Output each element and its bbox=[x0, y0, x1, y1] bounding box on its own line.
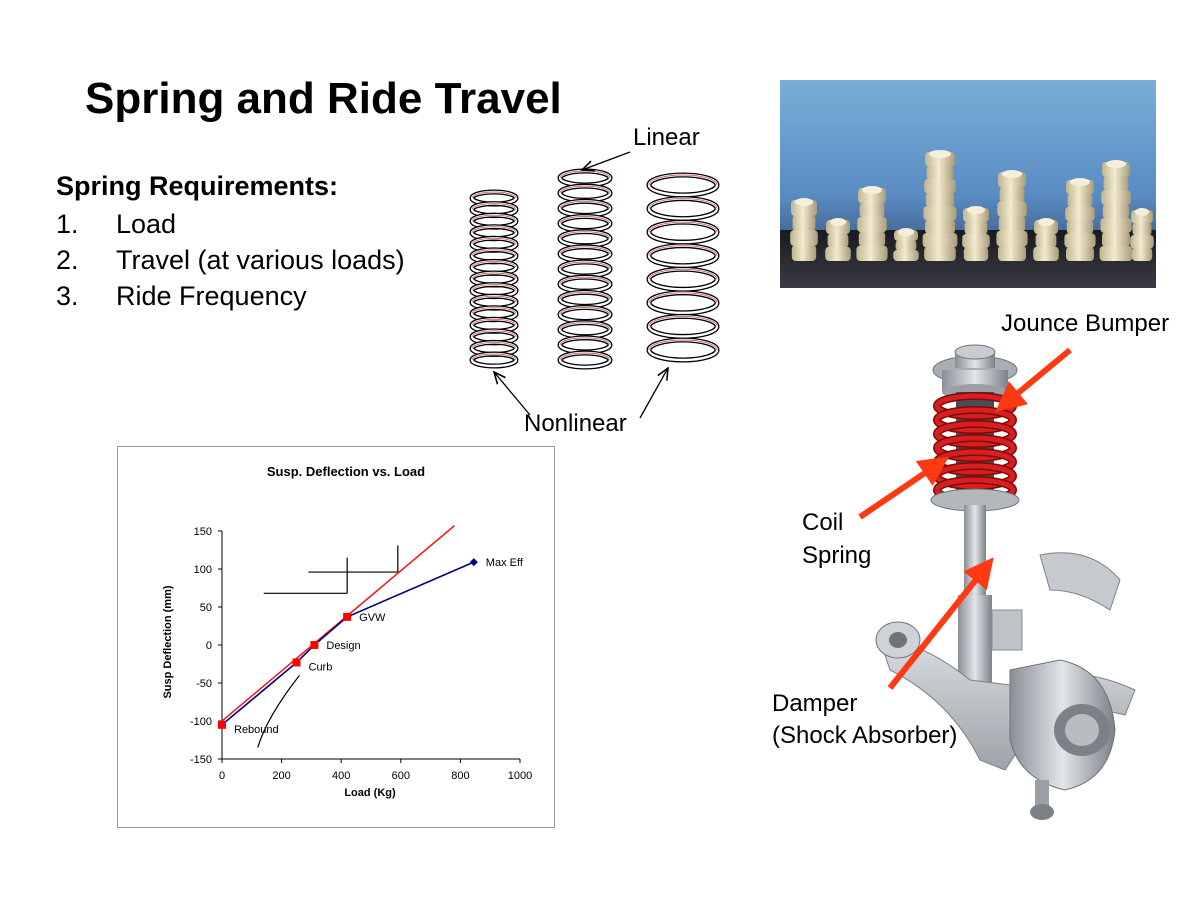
x-tick-label: 0 bbox=[219, 770, 225, 782]
requirements-list: 1.Load 2.Travel (at various loads) 3.Rid… bbox=[56, 206, 405, 314]
strut-assembly-illustration bbox=[875, 344, 1136, 820]
y-axis-title: Susp Deflection (mm) bbox=[162, 585, 174, 698]
chart-title: Susp. Deflection vs. Load bbox=[267, 464, 425, 479]
data-label: Curb bbox=[309, 661, 333, 673]
coil-spring-arrow bbox=[858, 456, 949, 520]
damper-label-line1: Damper bbox=[772, 690, 858, 717]
linear-pointer bbox=[582, 151, 631, 170]
y-tick-label: 0 bbox=[206, 640, 212, 652]
damper-arrow bbox=[887, 557, 994, 690]
slide-title: Spring and Ride Travel bbox=[85, 74, 562, 123]
data-point bbox=[469, 558, 478, 567]
chart-canvas: Susp. Deflection vs. Load Load (Kg) Susp… bbox=[162, 464, 532, 799]
linear-spring bbox=[557, 168, 613, 370]
y-tick-label: -100 bbox=[190, 716, 212, 728]
x-tick-label: 400 bbox=[332, 770, 350, 782]
data-point bbox=[218, 720, 226, 729]
linear-rate-line bbox=[221, 525, 455, 722]
coil-label-line2: Spring bbox=[802, 542, 872, 569]
x-tick-label: 200 bbox=[272, 770, 290, 782]
deflection-chart: Susp. Deflection vs. Load Load (Kg) Susp… bbox=[117, 446, 555, 828]
requirement-item: 3.Ride Frequency bbox=[56, 281, 307, 311]
y-tick-label: 50 bbox=[200, 602, 212, 614]
data-label: GVW bbox=[359, 612, 386, 624]
data-point bbox=[310, 641, 319, 649]
x-tick-label: 800 bbox=[451, 770, 469, 782]
jounce-bumper-arrow bbox=[995, 347, 1072, 412]
y-tick-label: -150 bbox=[190, 754, 212, 766]
y-tick-label: 100 bbox=[194, 564, 212, 576]
nonlinear-pointer-right bbox=[639, 368, 668, 419]
requirements-heading: Spring Requirements: bbox=[56, 171, 339, 201]
x-axis-title: Load (Kg) bbox=[344, 787, 396, 799]
damper-label-line2: (Shock Absorber) bbox=[772, 722, 958, 749]
data-point bbox=[292, 658, 301, 667]
chart-annotation-lines bbox=[257, 545, 399, 748]
data-point bbox=[343, 612, 352, 621]
data-label: Design bbox=[326, 640, 360, 652]
y-tick-label: -50 bbox=[196, 678, 212, 690]
data-label: Rebound bbox=[234, 724, 279, 736]
data-label: Max Eff bbox=[486, 557, 524, 569]
nonlinear-spring-left bbox=[469, 189, 519, 369]
nonlinear-pointer-left bbox=[494, 372, 531, 416]
y-tick-label: 150 bbox=[194, 526, 212, 538]
nonlinear-spring-right bbox=[646, 172, 720, 363]
coil-label-line1: Coil bbox=[802, 509, 844, 536]
jounce-bumpers-photo bbox=[780, 80, 1156, 288]
x-tick-label: 1000 bbox=[508, 770, 532, 782]
x-tick-label: 600 bbox=[392, 770, 410, 782]
jounce-bumper-label: Jounce Bumper bbox=[1001, 310, 1170, 337]
nonlinear-label: Nonlinear bbox=[524, 410, 627, 437]
linear-label: Linear bbox=[633, 124, 700, 151]
requirement-item: 2.Travel (at various loads) bbox=[56, 245, 405, 275]
requirement-item: 1.Load bbox=[56, 209, 177, 239]
